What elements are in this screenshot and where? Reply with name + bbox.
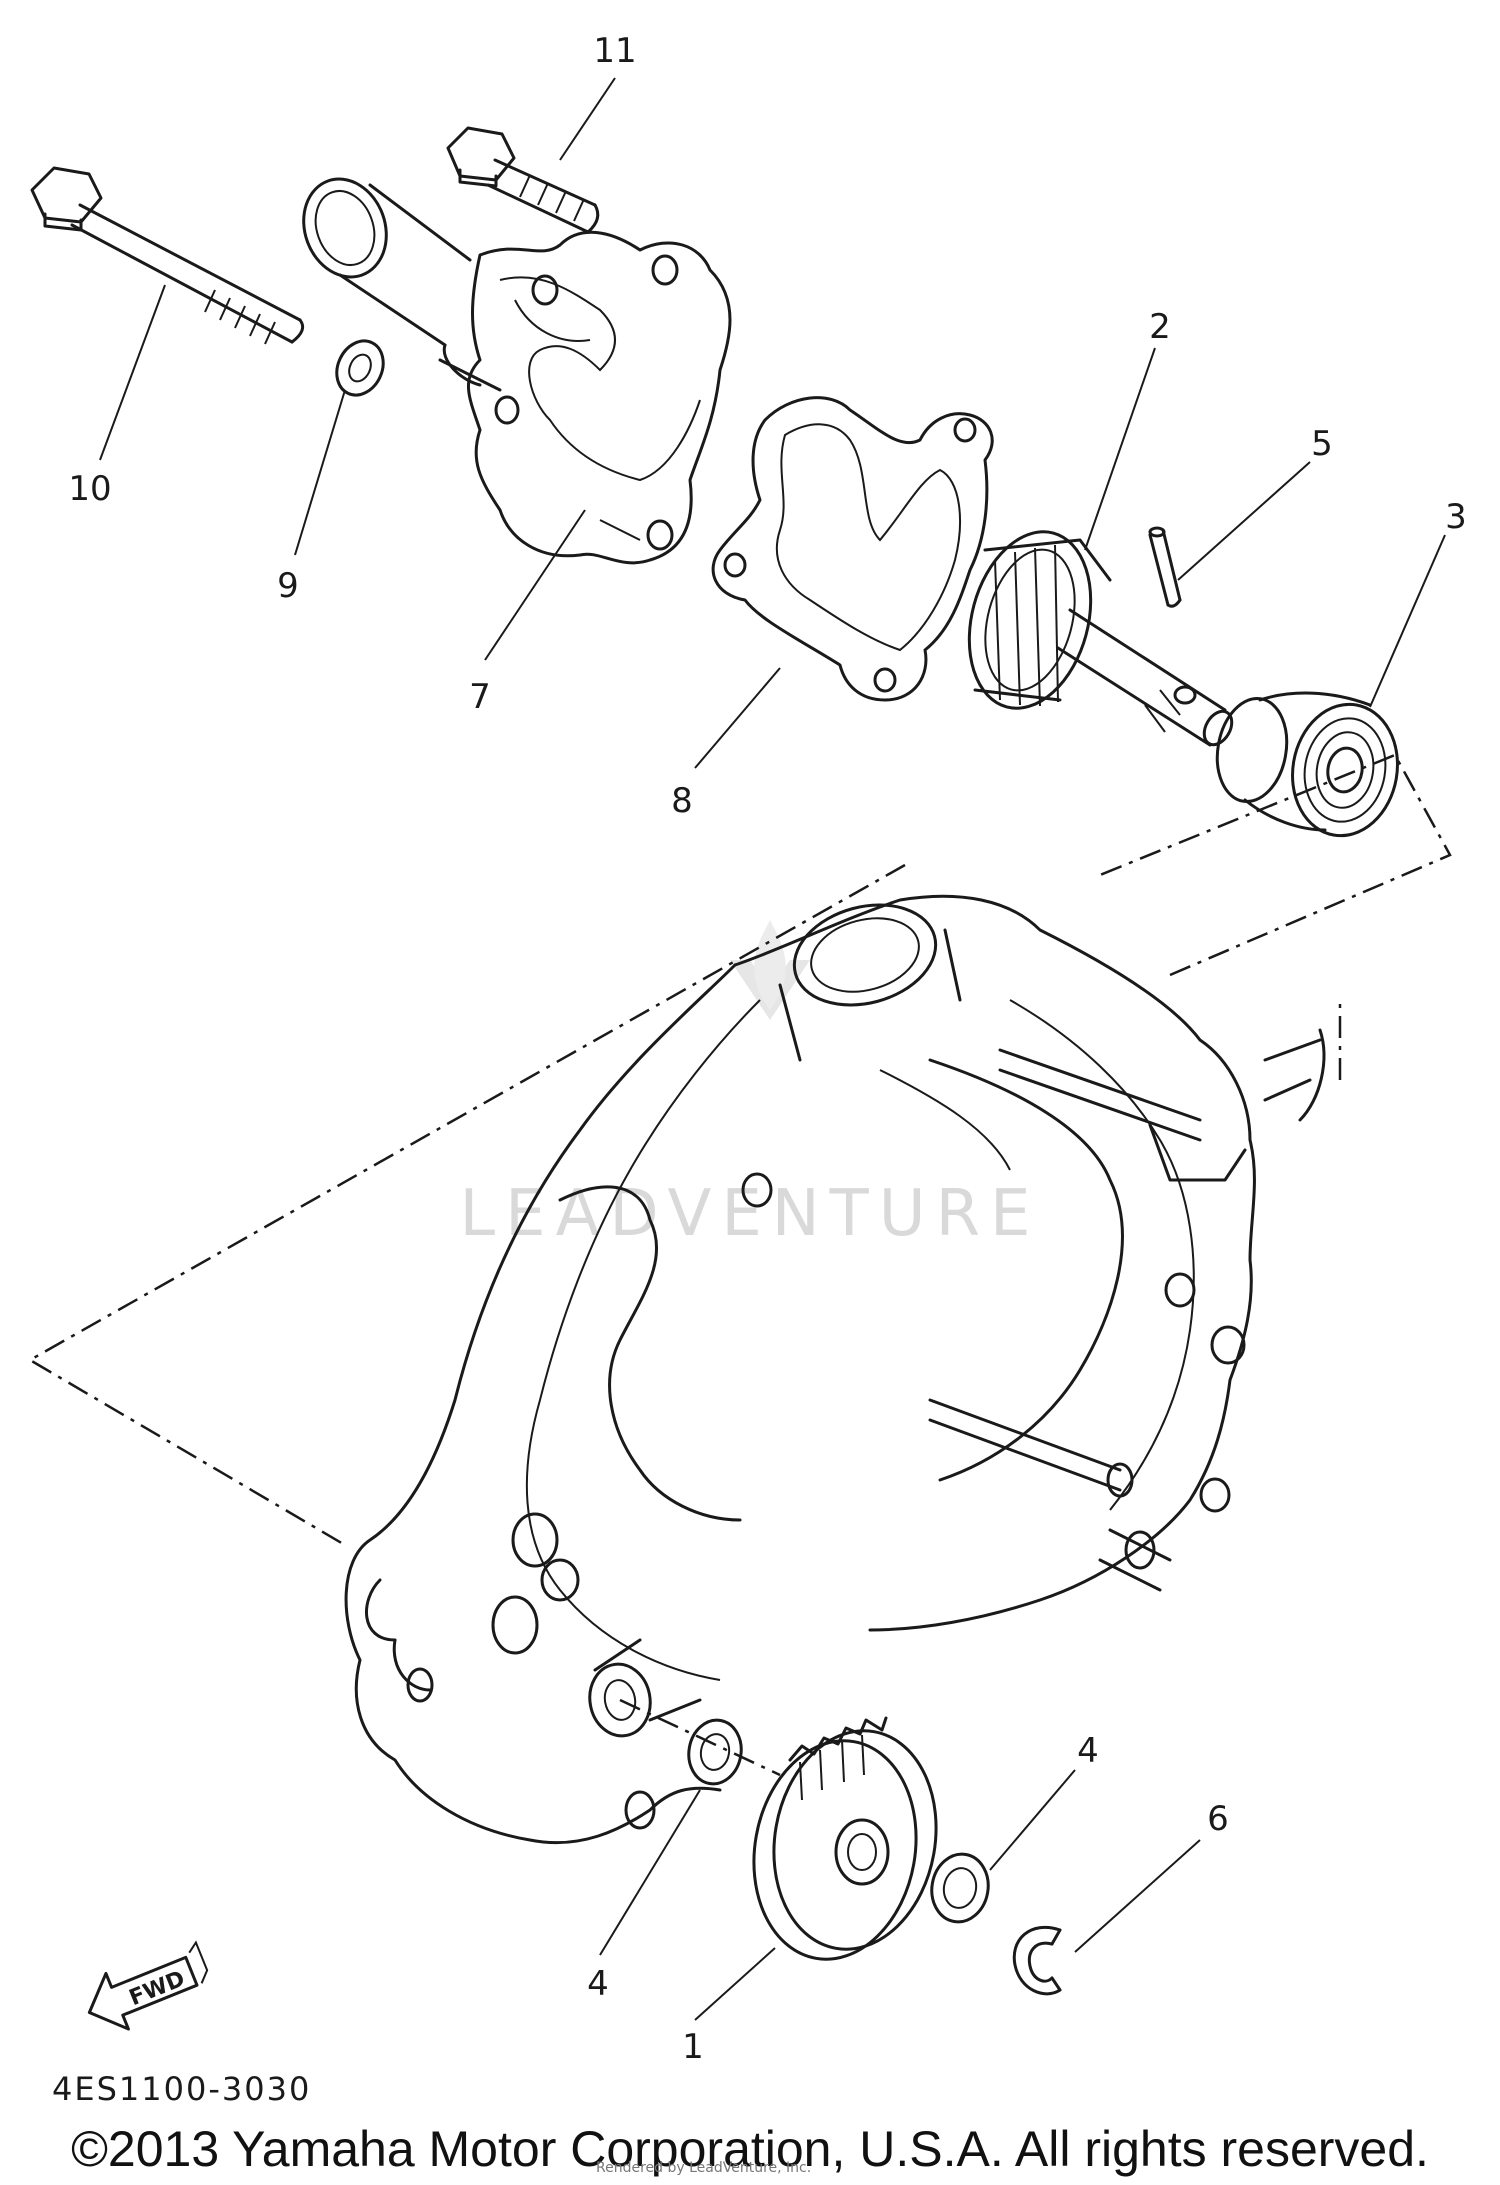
leadventure-watermark: LEADVENTURE <box>460 920 1041 1251</box>
fwd-label: FWD <box>126 1966 189 2011</box>
pump-housing <box>302 177 732 565</box>
long-bolt <box>30 166 305 345</box>
callout-numbers: 11 10 9 7 8 2 5 3 4 4 6 1 <box>68 31 1466 2067</box>
washer-9 <box>335 339 385 397</box>
callout-10: 10 <box>68 469 111 509</box>
copyright-notice: ©2013 Yamaha Motor Corporation, U.S.A. A… <box>71 2121 1429 2177</box>
callout-5: 5 <box>1311 424 1333 464</box>
pin <box>1148 526 1182 608</box>
crankcase-cover <box>344 894 1326 1845</box>
callout-6: 6 <box>1207 1799 1229 1839</box>
diagram-reference-code: 4ES1100-3030 <box>52 2070 312 2108</box>
bearing <box>1215 691 1399 838</box>
assembly-lines <box>27 753 1452 1547</box>
washer-4a <box>687 1718 743 1786</box>
callout-2: 2 <box>1149 307 1171 347</box>
drive-gear <box>752 1716 938 1961</box>
gasket <box>711 396 994 702</box>
circlip <box>1012 1925 1062 1996</box>
callout-1: 1 <box>682 2027 704 2067</box>
callout-4-left: 4 <box>587 1964 609 2004</box>
washer-4b <box>930 1852 990 1924</box>
watermark-text: LEADVENTURE <box>460 1177 1041 1251</box>
fwd-arrow-icon: FWD <box>87 1940 209 2031</box>
callout-11: 11 <box>593 31 636 71</box>
callout-9: 9 <box>277 566 299 606</box>
leader-lines <box>99 77 1446 2021</box>
callout-4-right: 4 <box>1077 1731 1099 1771</box>
callout-8: 8 <box>671 781 693 821</box>
render-credit: Rendered by LeadVenture, Inc. <box>596 2160 812 2176</box>
short-bolt <box>446 126 600 234</box>
impeller-shaft <box>967 530 1234 747</box>
callout-7: 7 <box>469 677 491 717</box>
callout-3: 3 <box>1445 497 1467 537</box>
